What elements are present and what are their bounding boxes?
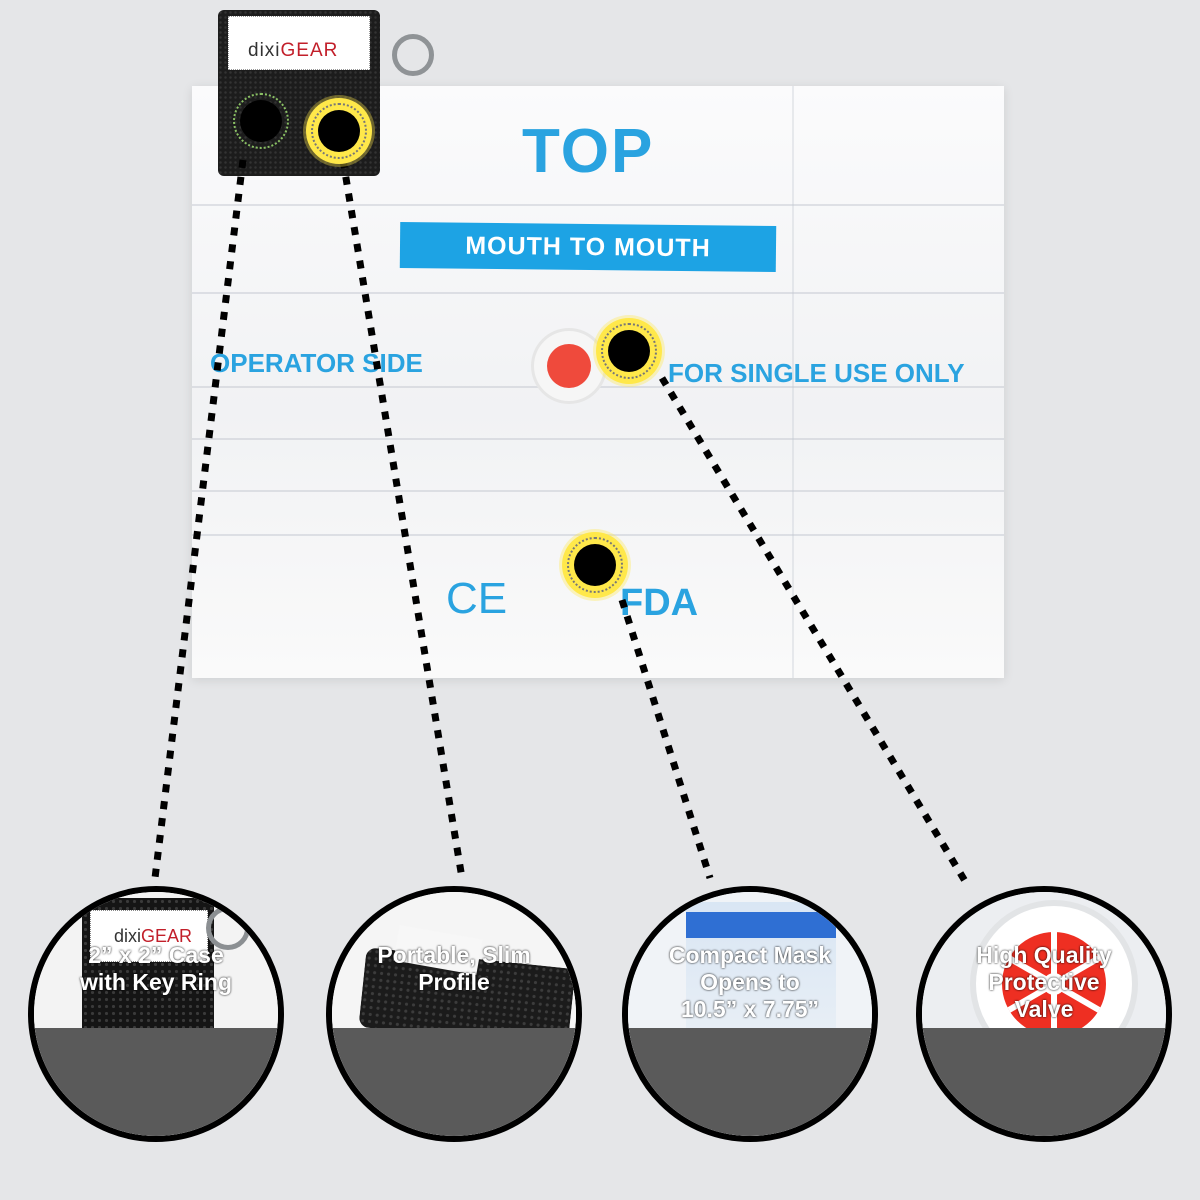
callout-marker-mask bbox=[562, 532, 628, 598]
package-blue-strip bbox=[686, 912, 836, 938]
feature-caption-bar: High Quality Protective Valve bbox=[922, 942, 1166, 1136]
key-ring-icon bbox=[392, 34, 434, 76]
top-label: TOP bbox=[522, 117, 655, 186]
fda-label: FDA bbox=[620, 582, 699, 624]
case-label bbox=[228, 16, 370, 70]
callout-line-slim bbox=[339, 159, 466, 879]
feature-caption-bar: Portable, Slim Profile bbox=[332, 942, 576, 1136]
key-ring-icon bbox=[206, 906, 250, 950]
valve-hub bbox=[1043, 973, 1065, 995]
operator-side-label: OPERATOR SIDE bbox=[210, 348, 423, 378]
valve-red-core bbox=[547, 344, 591, 388]
ce-mark: CE bbox=[446, 574, 508, 623]
brand-name-part1: dixi bbox=[248, 40, 281, 61]
feature-caption: High Quality Protective Valve bbox=[976, 942, 1112, 1022]
feature-caption-bar: 2” x 2” Case with Key Ring bbox=[34, 942, 278, 1136]
sheet-fold-line bbox=[192, 204, 1004, 206]
callout-line-case bbox=[151, 159, 247, 879]
sheet-fold-line bbox=[792, 86, 794, 678]
sheet-fold-line bbox=[192, 292, 1004, 294]
brand-logo-small: dixiGEAR bbox=[114, 926, 193, 946]
sheet-fold-line bbox=[192, 490, 1004, 492]
callout-marker-slim bbox=[306, 98, 372, 164]
feature-caption-bar: Compact Mask Opens to 10.5” x 7.75” bbox=[628, 942, 872, 1136]
single-use-label: FOR SINGLE USE ONLY bbox=[668, 358, 965, 388]
brand-name-part2: GEAR bbox=[280, 40, 339, 61]
feature-caption: Portable, Slim Profile bbox=[377, 942, 531, 995]
sheet-fold-line bbox=[192, 386, 1004, 388]
one-way-valve-icon bbox=[534, 331, 604, 401]
sheet-fold-line bbox=[192, 438, 1004, 440]
callout-marker-valve bbox=[596, 318, 662, 384]
feature-circle-case: dixiGEAR 2” x 2” Case with Key Ring bbox=[28, 886, 284, 1142]
feature-caption: 2” x 2” Case with Key Ring bbox=[79, 942, 233, 995]
brand-logo: dixiGEAR bbox=[248, 40, 338, 62]
case-label bbox=[90, 910, 208, 962]
callout-line-valve bbox=[659, 376, 971, 888]
feature-caption: Compact Mask Opens to 10.5” x 7.75” bbox=[668, 942, 832, 1022]
feature-circle-mask: Compact Mask Opens to 10.5” x 7.75” bbox=[622, 886, 878, 1142]
feature-circle-slim: Portable, Slim Profile bbox=[326, 886, 582, 1142]
callout-marker-case bbox=[228, 88, 294, 154]
feature-circle-valve: High Quality Protective Valve bbox=[916, 886, 1172, 1142]
callout-line-mask bbox=[618, 598, 714, 880]
